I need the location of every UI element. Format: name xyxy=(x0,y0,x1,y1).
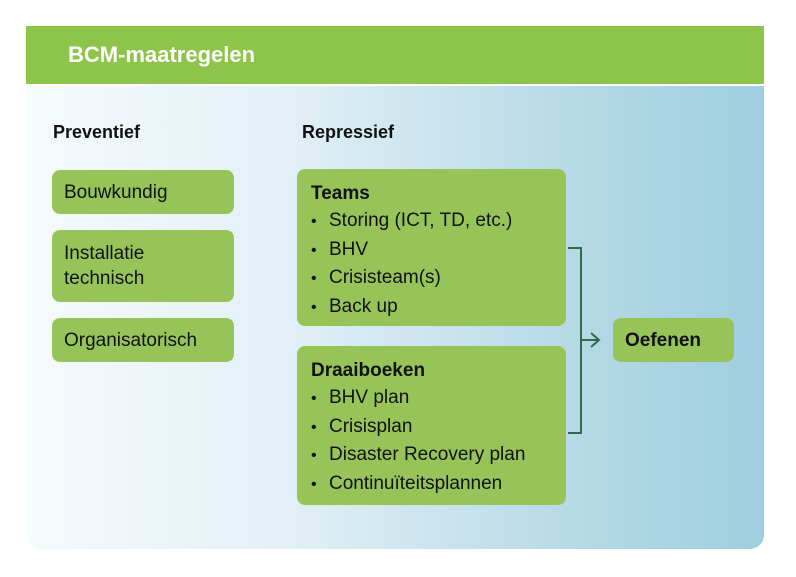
list-item: • Crisisplan xyxy=(311,413,554,442)
list-item: • Disaster Recovery plan xyxy=(311,441,554,470)
diagram-title: BCM-maatregelen xyxy=(68,42,256,67)
list-item-label: BHV xyxy=(329,238,369,260)
draaiboeken-box: Draaiboeken • BHV plan • Crisisplan • Disas… xyxy=(297,346,566,505)
preventief-box-installatie: Installatie technisch xyxy=(52,230,234,302)
list-item-label: Back up xyxy=(329,295,398,317)
oefenen-box: Oefenen xyxy=(613,318,734,362)
bullet-icon: • xyxy=(311,270,317,287)
preventief-box-bouwkundig: Bouwkundig xyxy=(52,170,234,214)
preventief-item-label: Bouwkundig xyxy=(64,181,168,203)
header-bar: BCM-maatregelen xyxy=(26,26,764,86)
bullet-icon: • xyxy=(311,390,317,407)
list-item-label: Crisisteam(s) xyxy=(329,267,441,288)
preventief-box-organisatorisch: Organisatorisch xyxy=(52,318,234,362)
oefenen-label: Oefenen xyxy=(625,329,702,351)
list-item-label: Crisisplan xyxy=(329,415,413,437)
list-item: • BHV xyxy=(311,236,554,265)
repressief-heading: Repressief xyxy=(302,122,395,142)
preventief-item-label: Organisatorisch xyxy=(64,329,198,351)
teams-box: Teams • Storing (ICT, TD, etc.) • BHV • Cri… xyxy=(297,169,566,326)
teams-list: • Storing (ICT, TD, etc.) • BHV • Crisistea… xyxy=(311,207,554,321)
list-item: • Continuïteitsplannen xyxy=(311,470,554,499)
list-item: • Storing (ICT, TD, etc.) xyxy=(311,207,554,236)
bullet-icon: • xyxy=(311,418,317,436)
list-item-label: Continuïteitsplannen xyxy=(329,472,503,494)
arrow-head-icon xyxy=(590,332,601,348)
draaiboeken-title: Draaiboeken xyxy=(311,360,426,381)
list-item-label: BHV plan xyxy=(329,387,410,408)
list-item: • BHV plan xyxy=(311,384,554,413)
list-item-label: Disaster Recovery plan xyxy=(329,444,526,465)
bullet-icon: • xyxy=(311,241,317,259)
list-item: • Crisisteam(s) xyxy=(311,264,554,293)
bullet-icon: • xyxy=(311,213,317,230)
bullet-icon: • xyxy=(311,447,317,464)
bracket-line xyxy=(568,247,582,434)
bullet-icon: • xyxy=(311,298,317,316)
list-item-label: Storing (ICT, TD, etc.) xyxy=(329,210,513,231)
preventief-heading: Preventief xyxy=(53,122,141,142)
bullet-icon: • xyxy=(311,475,317,493)
draaiboeken-list: • BHV plan • Crisisplan • Disaster Recovery… xyxy=(311,384,554,498)
teams-title: Teams xyxy=(311,183,370,204)
list-item: • Back up xyxy=(311,293,554,322)
preventief-item-label: Installatie technisch xyxy=(64,243,145,289)
